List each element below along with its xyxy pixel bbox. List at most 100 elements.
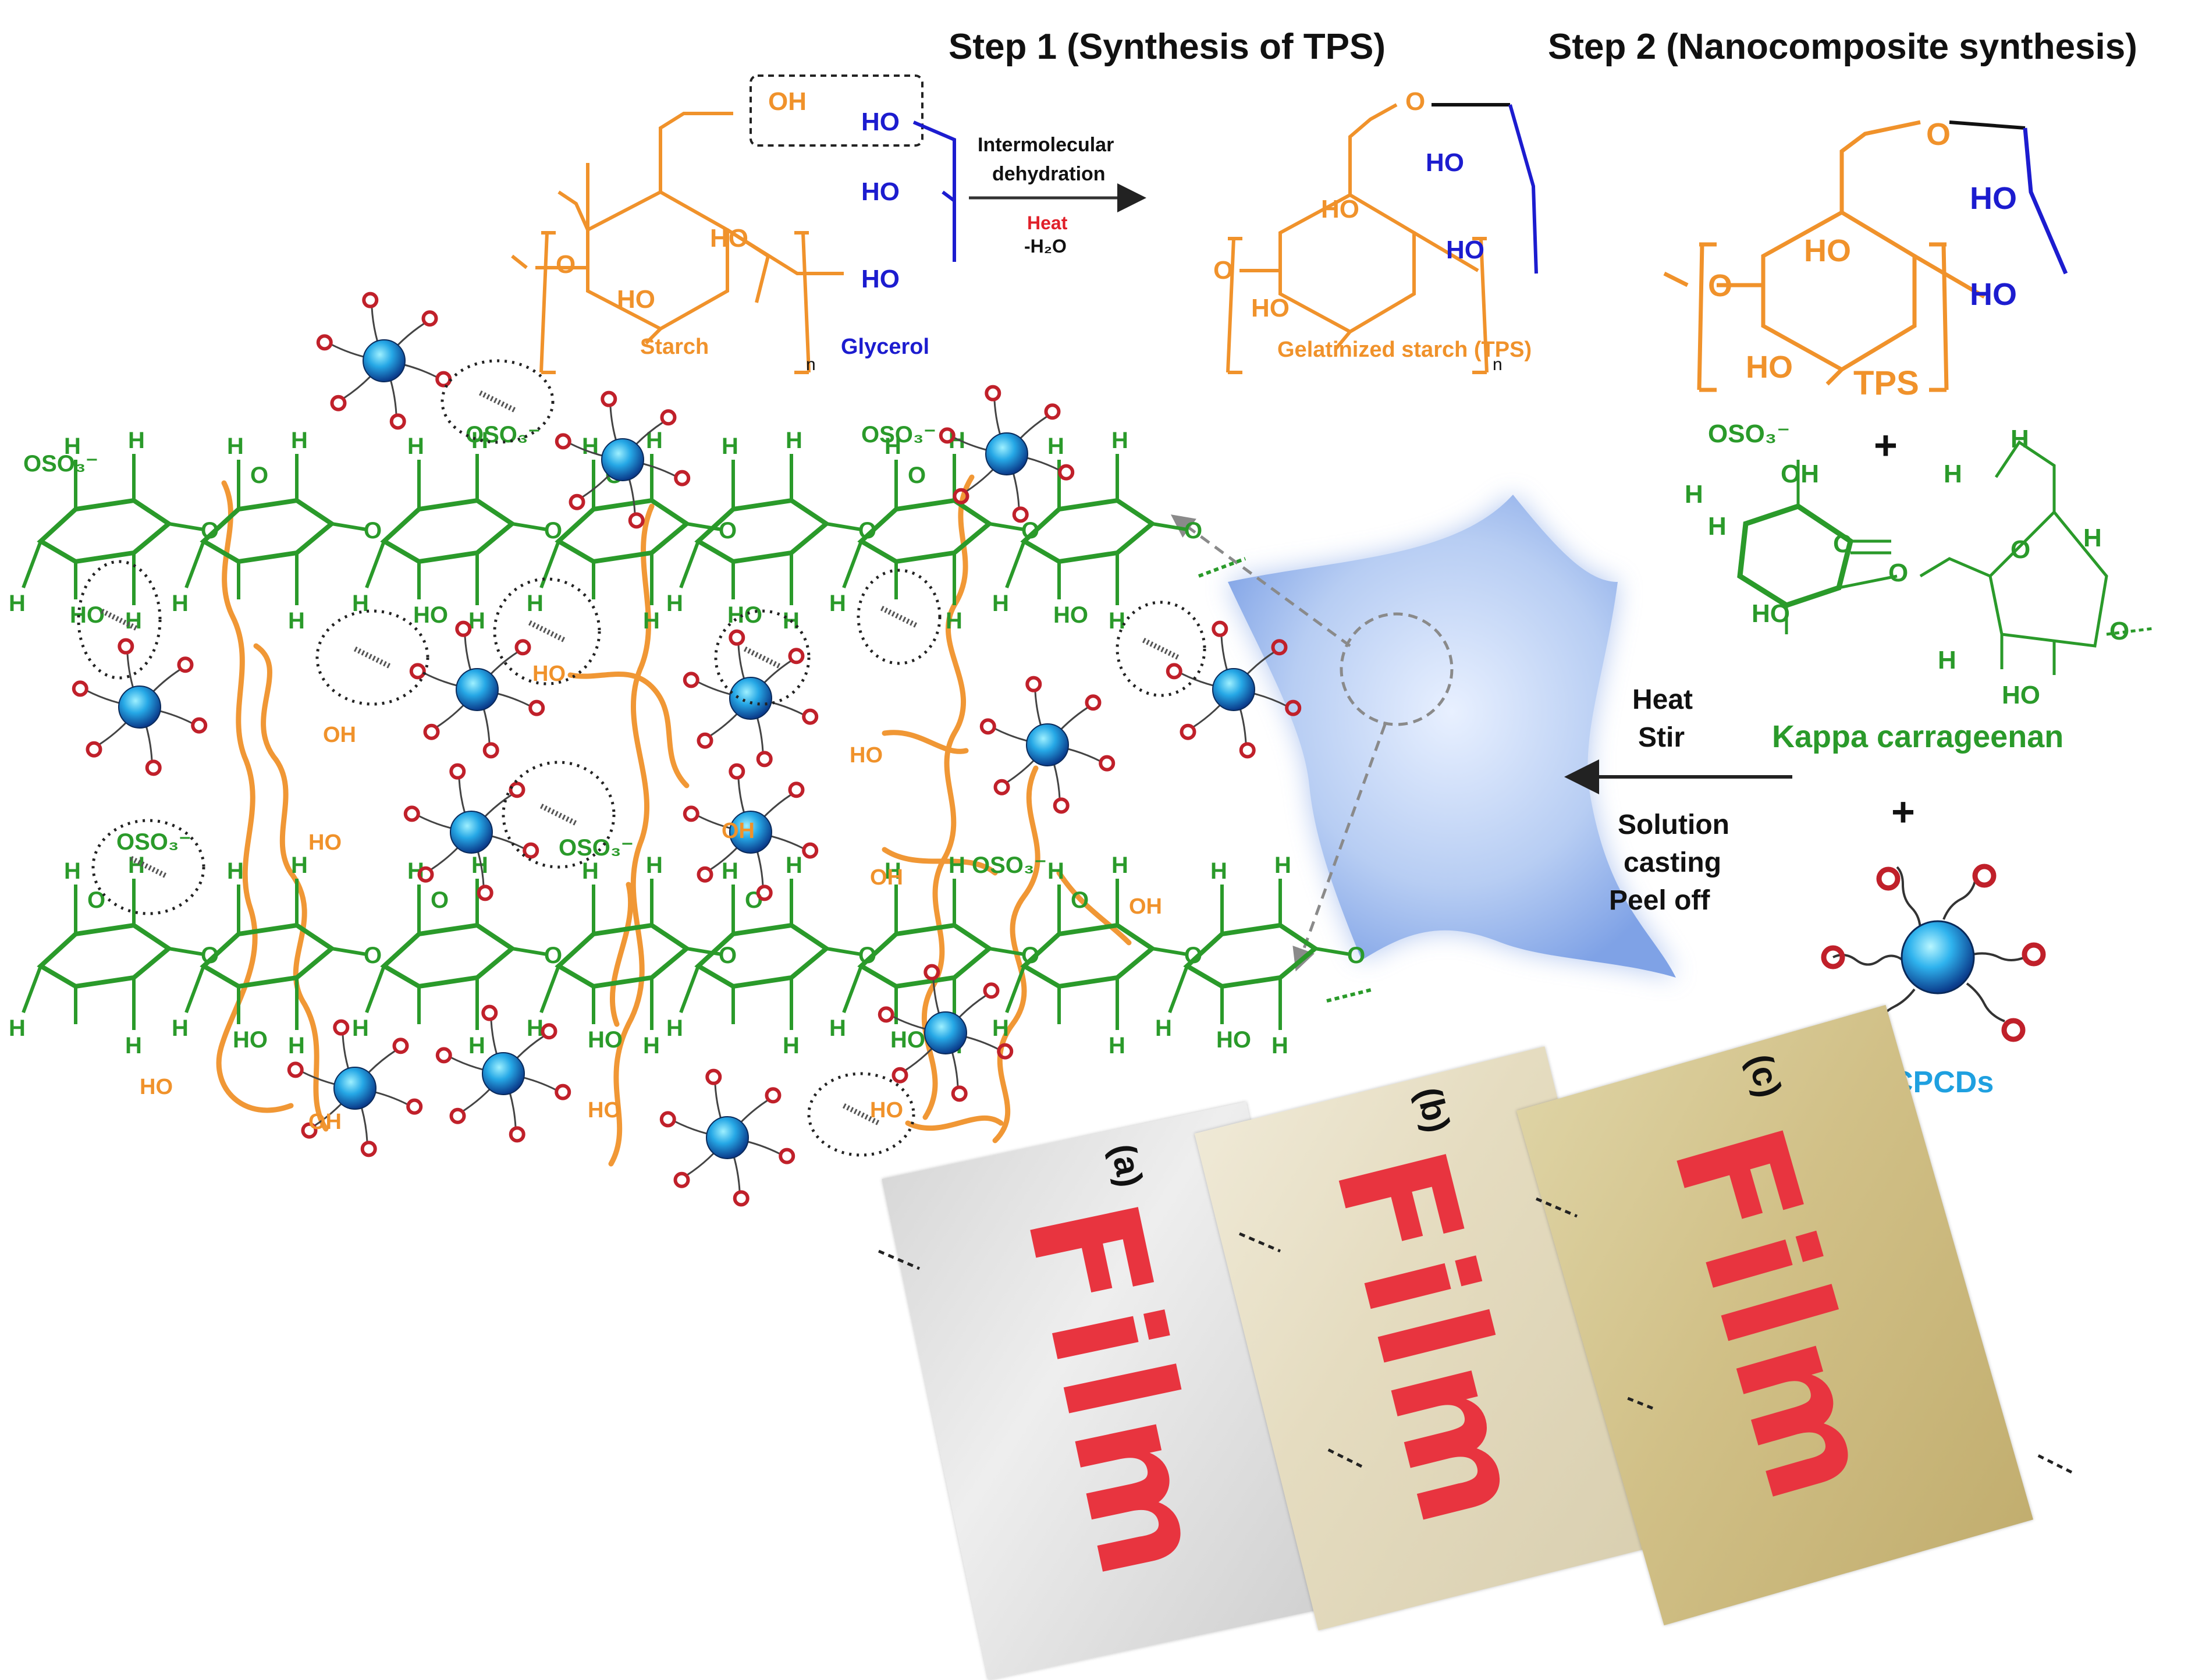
hydrogen-label: H — [172, 1015, 189, 1041]
hydrogen-label: H — [468, 1033, 485, 1059]
hydrogen-label: H — [722, 434, 738, 459]
ring-oxygen-label: O — [745, 887, 763, 913]
product-ho-1: HO — [1426, 148, 1464, 177]
hydrogen-bond — [1142, 637, 1180, 660]
tps-ring-ho: HO — [1804, 233, 1851, 268]
hydrogen-label: H — [471, 428, 488, 453]
hydroxyl-label: HO — [890, 1027, 925, 1053]
kappa-ho-2: HO — [2002, 681, 2040, 709]
hydrogen-label: H — [9, 591, 26, 616]
cpcd-particle — [555, 390, 691, 529]
starch-label: Starch — [640, 335, 709, 359]
oxygen-label: O — [1184, 518, 1202, 544]
hydrogen-label: H — [646, 853, 663, 878]
hydrogen-label: H — [666, 1015, 683, 1041]
film-word-b: Film — [1300, 1133, 1563, 1544]
kappa-o-3: O — [2011, 535, 2031, 564]
hydrogen-label: H — [172, 591, 189, 616]
hydrogen-label: H — [1111, 853, 1128, 878]
hydrogen-label: H — [291, 853, 308, 878]
tps-ho-bottom: HO — [1746, 350, 1793, 385]
step2-header: Step 2 (Nanocomposite synthesis) — [1548, 27, 2137, 67]
kappa-oso3: OSO₃⁻ — [1708, 420, 1791, 448]
starch-hydroxyl-label: HO — [308, 830, 342, 855]
tps-label: TPS — [1853, 364, 1919, 402]
hydrogen-bond-ring — [315, 609, 429, 706]
process-step-stir: Stir — [1638, 722, 1685, 753]
starch-ho-bottom: HO — [617, 285, 655, 314]
kappa-o-4: O — [2109, 617, 2130, 645]
hydroxyl-label: HO — [588, 1027, 623, 1053]
hydrogen-label: H — [1210, 858, 1227, 884]
hydroxyl-label: HO — [1216, 1027, 1251, 1053]
hydroxyl-label: HO — [727, 602, 762, 628]
hydrogen-label: H — [992, 1015, 1009, 1041]
glycerol-label: Glycerol — [841, 335, 930, 359]
kappa-ho: HO — [1752, 599, 1790, 628]
hydrogen-bond-ring — [857, 569, 942, 665]
starch-hydroxyl-label: HO — [588, 1098, 621, 1123]
hydrogen-bond — [539, 803, 578, 826]
product-ring-ho: HO — [1321, 195, 1359, 223]
product-o-link: O — [1213, 256, 1234, 285]
sulfate-label: OSO₃⁻ — [861, 422, 936, 447]
cpcd-particle — [435, 1004, 571, 1143]
hydrogen-label: H — [291, 428, 308, 453]
hydrogen-label: H — [946, 608, 962, 634]
reaction-water: -H₂O — [1024, 236, 1067, 257]
ring-oxygen-label: O — [1071, 887, 1089, 913]
starch-chains-network — [216, 474, 1132, 1167]
starch-hydroxyl-label: OH — [1129, 894, 1162, 919]
hydrogen-label: H — [288, 1033, 305, 1059]
cpcd-particle — [316, 292, 452, 430]
hydrogen-bond — [880, 605, 918, 628]
carrageenan-chains-network: HHHHOHOHHHHOOHHHHOHOHHHHOOHHHHOHOHHHHOOH… — [9, 422, 1374, 1059]
hydrogen-label: H — [1109, 1033, 1125, 1059]
hydrogen-label: H — [992, 591, 1009, 616]
hydrogen-label: H — [582, 434, 599, 459]
hydrogen-label: H — [64, 434, 81, 459]
hydrogen-label: H — [1047, 434, 1064, 459]
kappa-o-2: O — [1888, 559, 1909, 587]
kappa-h-6: H — [1938, 646, 1956, 674]
glycerol-ho-3: HO — [861, 265, 900, 293]
hydrogen-label: H — [64, 858, 81, 884]
hydrogen-label: H — [9, 1015, 26, 1041]
glycerol-structure — [912, 120, 956, 262]
reaction-heat: Heat — [1027, 212, 1068, 233]
gelatinized-starch-structure — [1226, 103, 1489, 374]
tps-ho-2: HO — [1970, 277, 2017, 312]
kappa-h-5: H — [2083, 524, 2102, 552]
starch-oh-top: OH — [768, 87, 807, 116]
starch-hydroxyl-label: OH — [308, 1110, 342, 1134]
hydrogen-label: H — [128, 428, 145, 453]
hydrogen-label: H — [829, 1015, 846, 1041]
sulfate-label: OSO₃⁻ — [116, 829, 191, 855]
glycerol-ho-1: HO — [861, 108, 900, 136]
hydroxyl-highlight-box — [750, 74, 923, 147]
hydrogen-label: H — [643, 608, 660, 634]
kappa-h-1: H — [1685, 480, 1703, 509]
oxygen-label: O — [1347, 943, 1365, 968]
kappa-h-2: H — [1708, 512, 1727, 541]
cpcd-particle — [1166, 620, 1302, 759]
product-o-top: O — [1405, 87, 1426, 116]
process-step-heat: Heat — [1632, 684, 1693, 715]
film-tag-c: (c) — [1740, 1049, 1789, 1102]
hydrogen-label: H — [829, 591, 846, 616]
kappa-carrageenan-structure — [1737, 440, 2154, 675]
film-tag-a: (a) — [1103, 1140, 1150, 1191]
kappa-h-4: H — [2011, 425, 2029, 453]
hydrogen-label: H — [407, 434, 424, 459]
hydrogen-bond-ring — [77, 560, 162, 680]
